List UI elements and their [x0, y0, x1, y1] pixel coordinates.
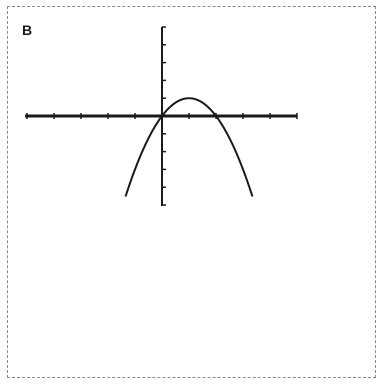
graph-panel: B [7, 6, 376, 378]
curves [124, 97, 254, 197]
panel-label: B [22, 22, 33, 38]
parabola-curve [124, 97, 254, 197]
